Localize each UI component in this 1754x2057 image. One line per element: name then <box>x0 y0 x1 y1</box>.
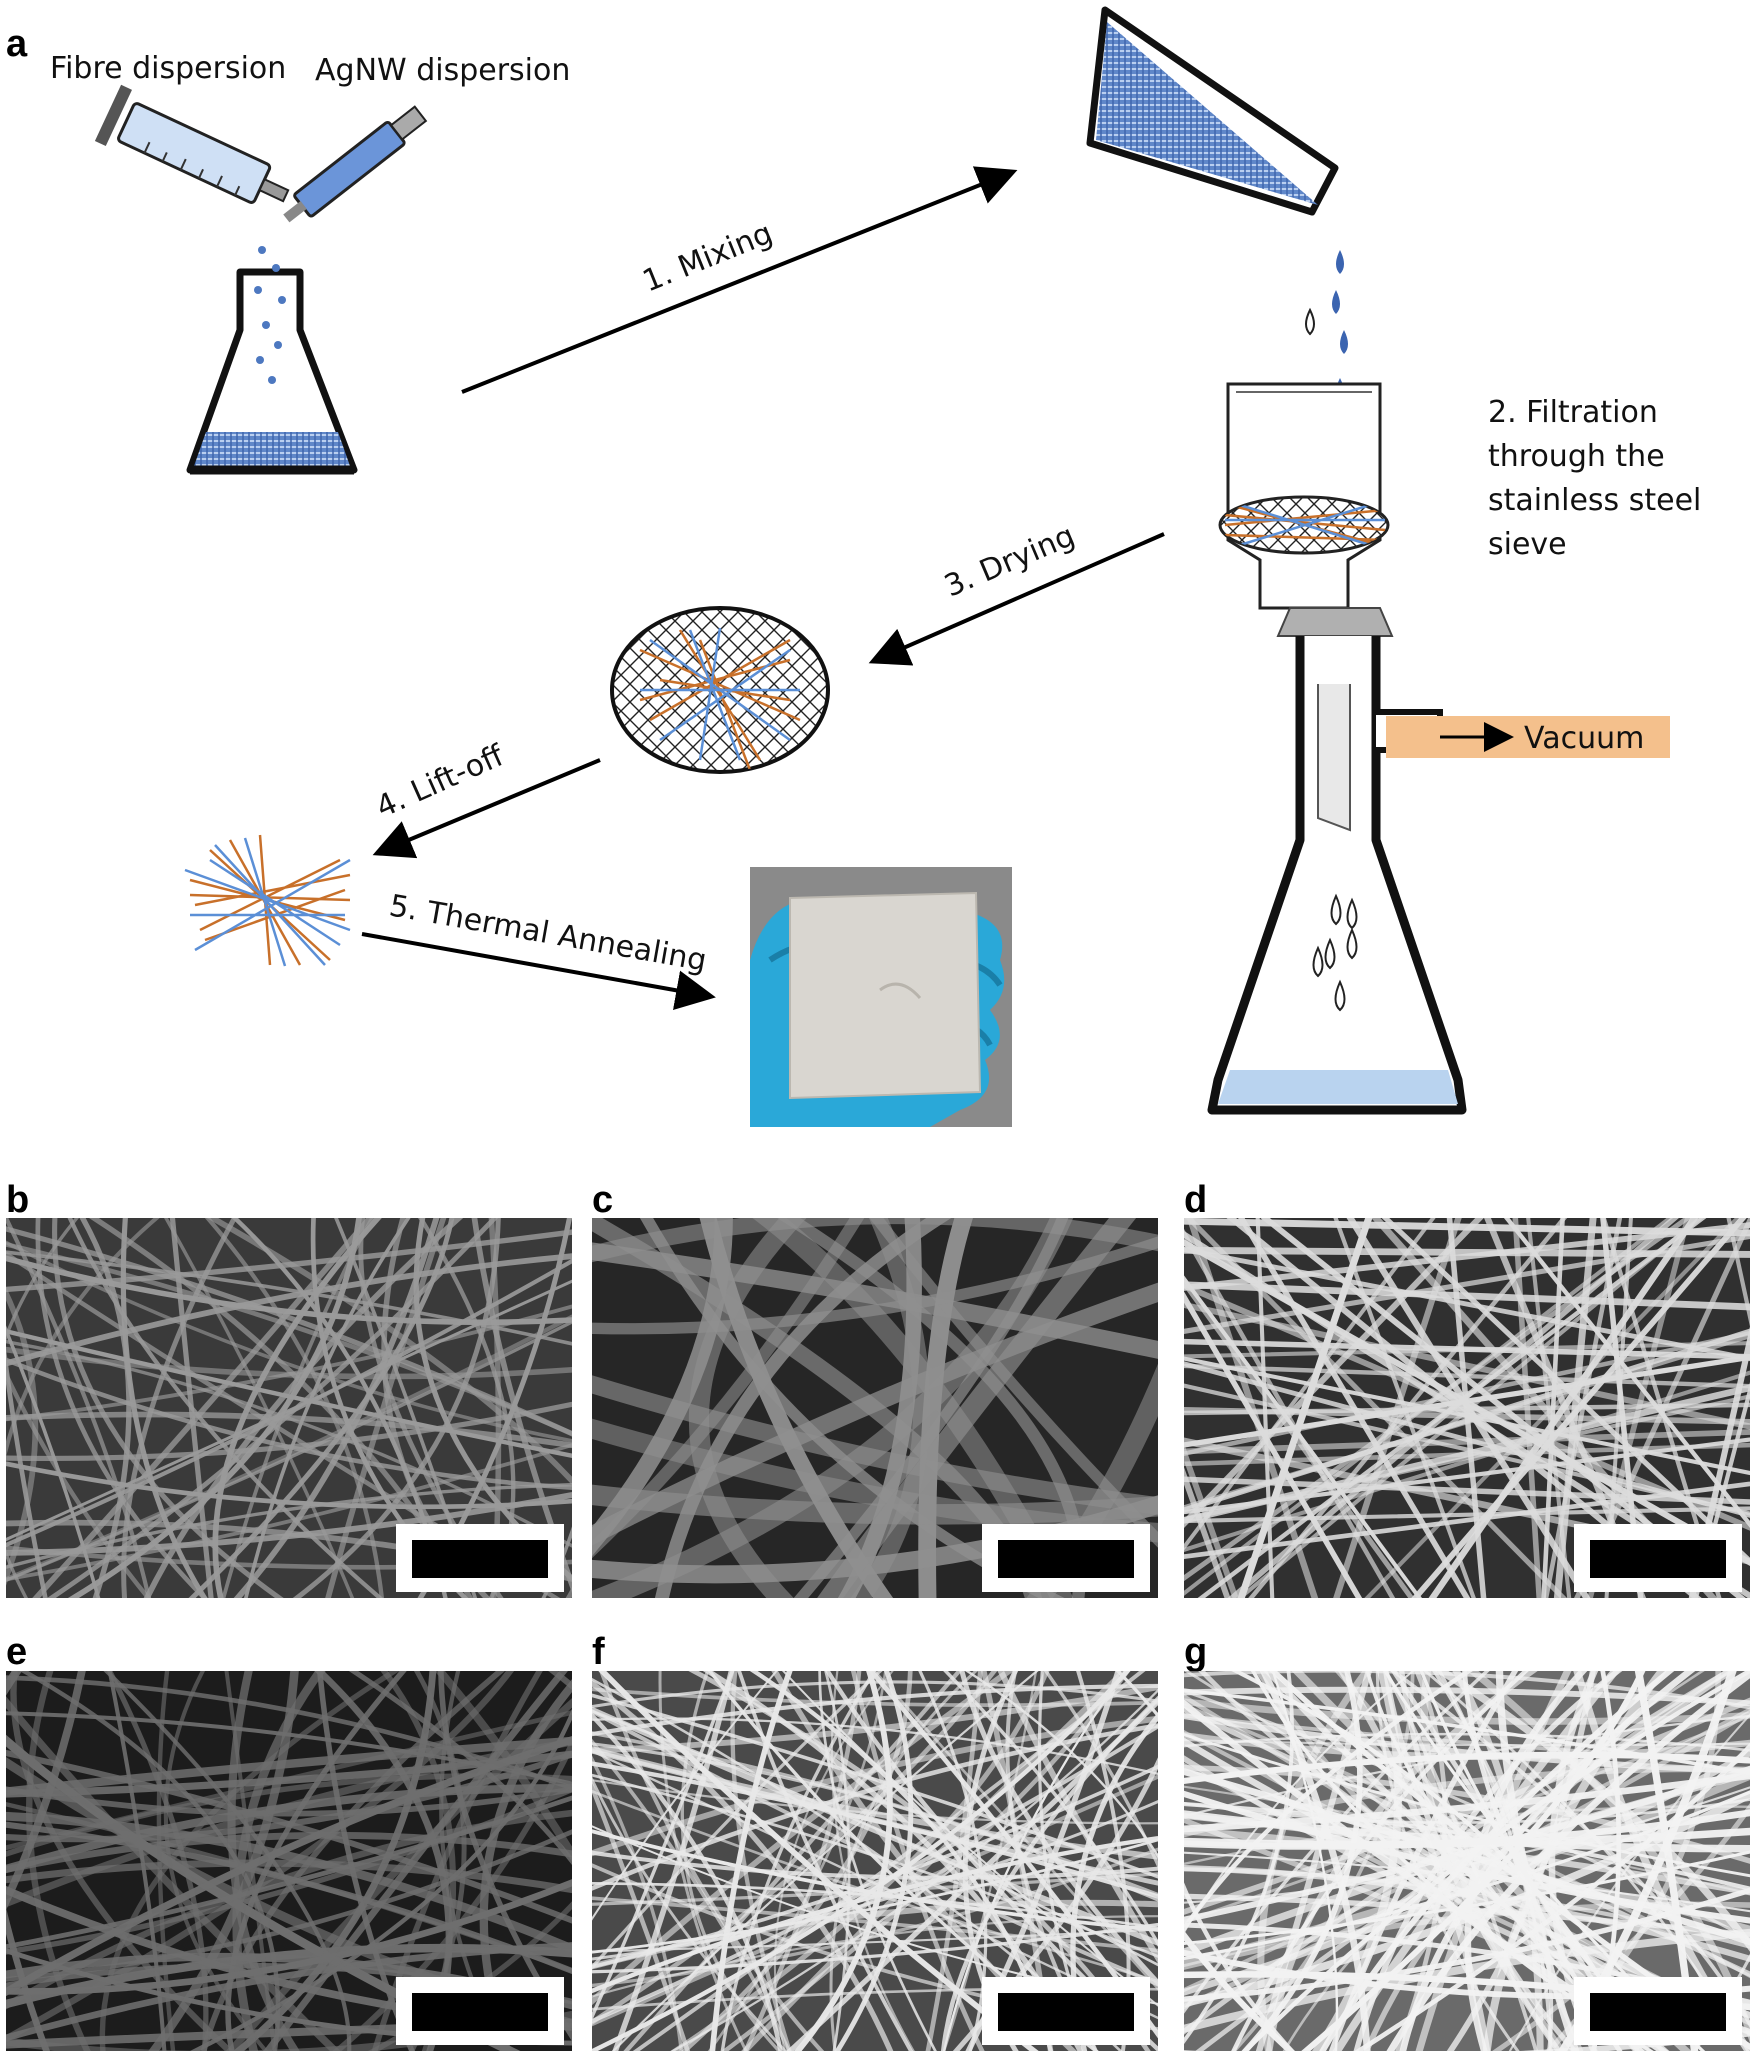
scale-bar-e <box>412 1993 548 2031</box>
sem-panel-d: d <box>1184 1179 1750 1598</box>
scale-bar-b <box>412 1540 548 1578</box>
panel-letter-f: f <box>592 1631 605 1673</box>
filter-funnel-icon <box>1218 382 1390 610</box>
sem-panel-c: c <box>592 1179 1158 1598</box>
vacuum-flask-icon <box>1207 636 1467 1115</box>
filtration-line-2: through the <box>1488 439 1665 474</box>
scale-bar-d <box>1590 1540 1726 1578</box>
drying-arrow <box>868 532 1165 666</box>
panel-letter-c: c <box>592 1179 613 1221</box>
lift-off-label: 4. Lift-off <box>371 738 510 826</box>
scale-bar-g <box>1590 1993 1726 2031</box>
agnw-dispersion-label: AgNW dispersion <box>315 53 570 88</box>
sem-image-g <box>1184 1671 1750 2051</box>
panel-letter-e: e <box>6 1631 27 1673</box>
drying-label: 3. Drying <box>939 518 1079 604</box>
panel-letter-b: b <box>6 1179 29 1221</box>
mixing-label: 1. Mixing <box>638 216 778 300</box>
sem-panel-g: g <box>1184 1631 1750 2051</box>
sem-panel-b: b <box>6 1179 572 1598</box>
filtration-line-3: stainless steel <box>1488 483 1701 518</box>
droplets-icon <box>254 246 286 384</box>
freestanding-mat-icon <box>184 834 351 967</box>
panel-letter-g: g <box>1184 1631 1207 1673</box>
mixing-arrow <box>461 166 1018 394</box>
lift-off-arrow <box>372 758 601 859</box>
mixing-flask-icon <box>186 268 358 475</box>
sem-panel-e: e <box>6 1631 572 2051</box>
agnw-syringe-icon <box>283 105 428 223</box>
pouring-beaker-icon <box>1086 6 1339 216</box>
sem-image-c <box>592 1218 1158 1598</box>
scale-bar-f <box>998 1993 1134 2031</box>
sem-panels: b c d e f g <box>6 1179 1750 2051</box>
flask-drops-icon <box>1312 893 1358 1012</box>
thermal-annealing-label: 5. Thermal Annealing <box>387 888 710 978</box>
panel-letter-d: d <box>1184 1179 1207 1221</box>
panel-a-letter: a <box>6 23 28 65</box>
dried-mat-icon <box>610 606 830 774</box>
vacuum-outlet: Vacuum <box>1386 716 1670 758</box>
sample-photo <box>750 867 1012 1127</box>
panel-a: a Fibre dispersion AgNW dispersion <box>6 6 1701 1127</box>
sem-image-b <box>6 1218 572 1598</box>
filtration-line-4: sieve <box>1488 527 1567 562</box>
vacuum-label: Vacuum <box>1524 721 1644 756</box>
fibre-dispersion-label: Fibre dispersion <box>50 51 286 86</box>
filtration-line-1: 2. Filtration <box>1488 395 1658 430</box>
fibre-syringe-icon <box>94 84 290 204</box>
scale-bar-c <box>998 1540 1134 1578</box>
thermal-annealing-arrow <box>361 932 716 1011</box>
sem-panel-f: f <box>592 1631 1158 2051</box>
filtration-label: 2. Filtration through the stainless stee… <box>1488 395 1701 562</box>
